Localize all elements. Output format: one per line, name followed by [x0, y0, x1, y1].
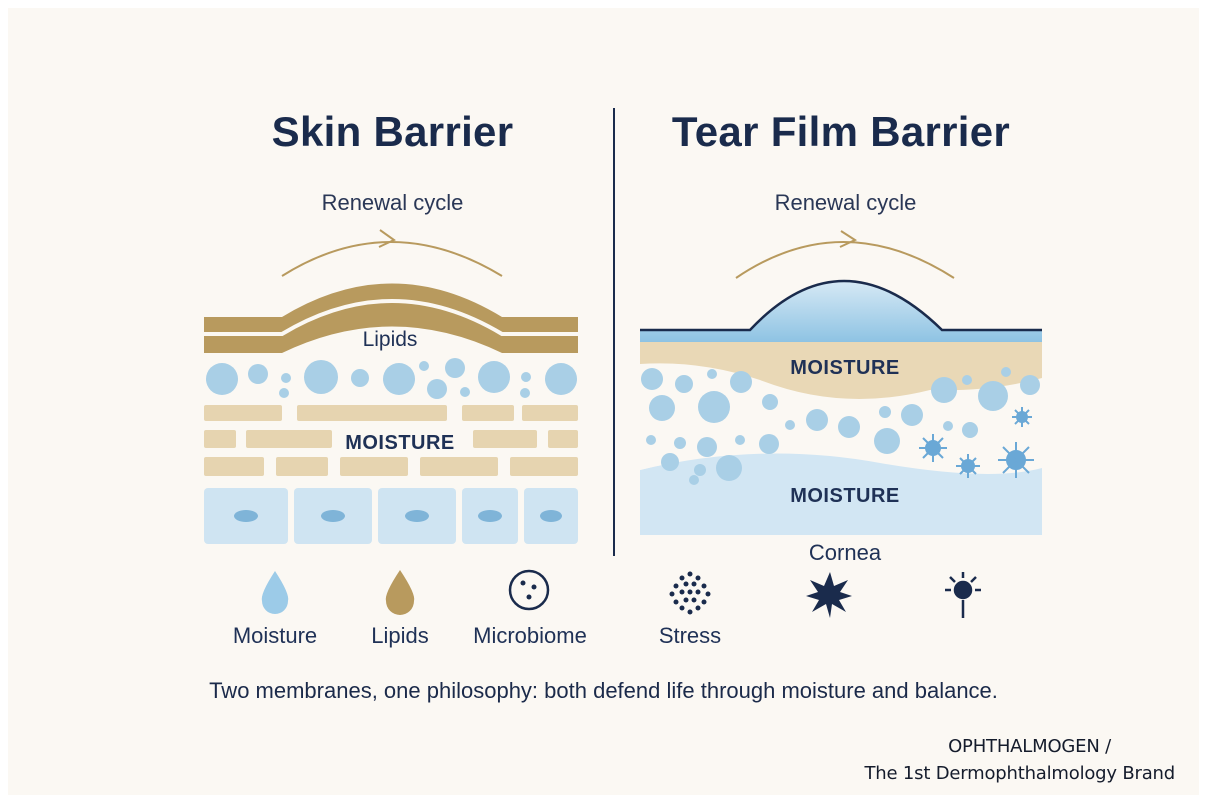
stress-dots-icon [670, 572, 711, 615]
lipid-drop-icon [386, 570, 414, 615]
skin-moisture-label: MOISTURE [330, 432, 470, 455]
water-drop-icon [262, 571, 288, 614]
tear-film-dome [640, 281, 1042, 342]
tear-film-title: Tear Film Barrier [640, 108, 1042, 156]
tear-renewal-arrow [736, 242, 954, 278]
skin-cell-layer [204, 488, 578, 544]
tear-cornea-label: Cornea [780, 540, 910, 566]
skin-moisture-droplets [206, 358, 577, 399]
legend-lipids-label: Lipids [350, 623, 450, 649]
legend-moisture-label: Moisture [212, 623, 338, 649]
skin-renewal-label: Renewal cycle [285, 190, 500, 216]
star-burst-icon [806, 572, 852, 618]
sun-burst-icon [945, 572, 981, 618]
microbiome-icon [510, 571, 548, 609]
legend-microbiome-label: Microbiome [455, 623, 605, 649]
skin-renewal-arrow [282, 242, 502, 276]
skin-renewal-arrowhead [379, 230, 394, 247]
skin-barrier-title: Skin Barrier [205, 108, 580, 156]
brand-line-2: The 1st Dermophthalmology Brand [865, 763, 1175, 784]
legend-stress-label: Stress [640, 623, 740, 649]
skin-lipids-label: Lipids [330, 328, 450, 352]
skin-barrier-diagram [204, 230, 578, 544]
brand-line-1: OPHTHALMOGEN / [948, 736, 1111, 757]
tear-renewal-label: Renewal cycle [738, 190, 953, 216]
tear-renewal-arrowhead [840, 231, 855, 247]
tear-moisture-top-label: MOISTURE [775, 357, 915, 380]
tear-moisture-bottom-label: MOISTURE [775, 485, 915, 508]
tagline: Two membranes, one philosophy: both defe… [120, 678, 1087, 704]
